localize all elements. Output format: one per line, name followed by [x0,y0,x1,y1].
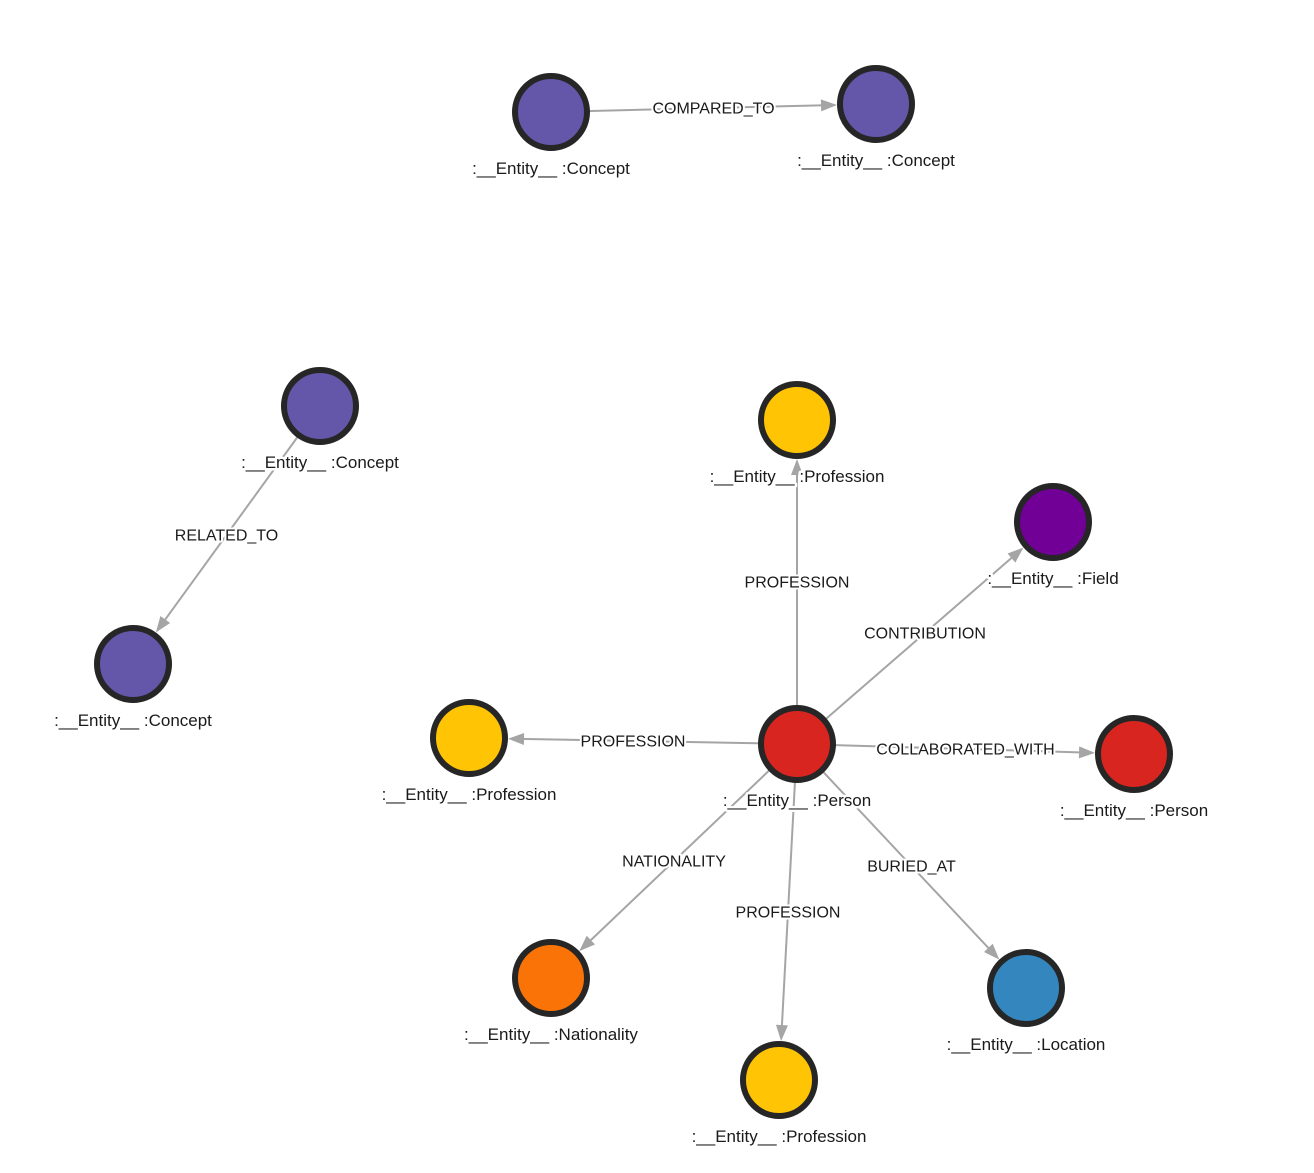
arrowhead-icon [507,733,525,746]
edge-line-compared_to[interactable] [550,104,826,113]
edge-label-contribution[interactable]: CONTRIBUTION [862,624,988,645]
edge-label-profession[interactable]: PROFESSION [743,573,852,594]
node-caption-nationality: :__Entity__ :Nationality [464,1025,638,1044]
edge-label-buried_at[interactable]: BURIED_AT [865,857,958,878]
graph-node-concept-d[interactable] [94,625,172,703]
edge-label-nationality[interactable]: NATIONALITY [620,852,728,873]
graph-node-profession-left[interactable] [430,699,508,777]
edge-line-nationality[interactable] [587,743,798,944]
edge-line-profession[interactable] [519,737,798,745]
edge-line-contribution[interactable] [796,554,1016,745]
node-caption-profession-left: :__Entity__ :Profession [382,785,557,804]
edge-line-related_to[interactable] [162,405,321,624]
arrowhead-icon [579,935,595,952]
arrowhead-icon [1078,746,1096,759]
graph-node-location[interactable] [987,949,1065,1027]
graph-node-nationality[interactable] [512,939,590,1017]
node-caption-person-right: :__Entity__ :Person [1060,801,1208,820]
graph-node-concept-c[interactable] [281,367,359,445]
node-caption-concept-d: :__Entity__ :Concept [54,711,212,730]
edge-label-profession[interactable]: PROFESSION [734,903,843,924]
graph-node-concept-b[interactable] [837,65,915,143]
node-caption-profession-bottom: :__Entity__ :Profession [692,1127,867,1146]
graph-node-concept-a[interactable] [512,73,590,151]
node-caption-profession-top: :__Entity__ :Profession [710,467,885,486]
node-caption-concept-c: :__Entity__ :Concept [241,453,399,472]
edge-line-profession[interactable] [780,743,798,1030]
arrowhead-icon [791,459,803,475]
node-caption-field: :__Entity__ :Field [987,569,1118,588]
edge-label-profession[interactable]: PROFESSION [579,732,688,753]
node-caption-concept-b: :__Entity__ :Concept [797,151,955,170]
node-caption-concept-a: :__Entity__ :Concept [472,159,630,178]
arrowhead-icon [775,1024,788,1042]
arrowhead-icon [983,943,1000,960]
arrowhead-icon [820,99,838,112]
node-caption-location: :__Entity__ :Location [947,1035,1106,1054]
graph-node-field[interactable] [1014,483,1092,561]
arrowhead-icon [155,615,171,633]
graph-node-profession-bottom[interactable] [740,1041,818,1119]
node-caption-person-center: :__Entity__ :Person [723,791,871,810]
graph-node-profession-top[interactable] [758,381,836,459]
graph-node-person-right[interactable] [1095,715,1173,793]
edge-label-related_to[interactable]: RELATED_TO [173,526,280,547]
edge-line-buried_at[interactable] [796,743,992,952]
edge-label-collaborated_with[interactable]: COLLABORATED_WITH [874,740,1056,761]
graph-node-person-center[interactable] [758,705,836,783]
arrowhead-icon [1007,547,1024,563]
edge-label-compared_to[interactable]: COMPARED_TO [650,99,776,120]
edge-line-collaborated_with[interactable] [796,743,1084,754]
